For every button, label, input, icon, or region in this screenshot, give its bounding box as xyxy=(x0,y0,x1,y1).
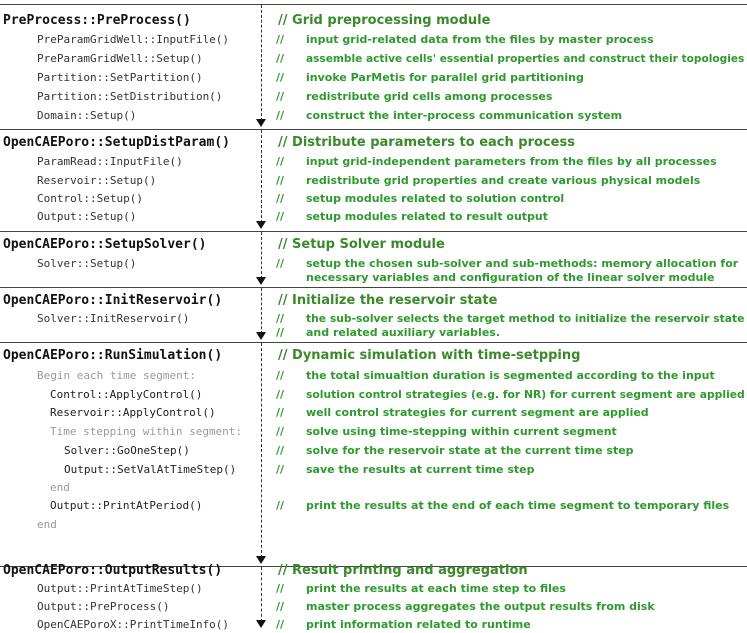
comment-line: //print information related to runtime xyxy=(276,618,531,631)
comment-line: //master process aggregates the output r… xyxy=(276,600,655,613)
comment-line: //redistribute grid cells among processe… xyxy=(276,90,553,103)
comment-line: //construct the inter-process communicat… xyxy=(276,109,623,122)
comment-line: //save the results at current time step xyxy=(276,463,535,476)
section-head-function: OpenCAEPoro::SetupDistParam() xyxy=(3,135,230,150)
comment-line: //the total simualtion duration is segme… xyxy=(276,369,715,382)
down-arrow-icon xyxy=(256,620,266,628)
section-head-function: OpenCAEPoro::SetupSolver() xyxy=(3,237,207,252)
section-head-comment: // Grid preprocessing module xyxy=(278,13,491,28)
section-head-comment: // Initialize the reservoir state xyxy=(278,293,498,308)
function-call: Solver::GoOneStep() xyxy=(64,444,190,457)
comment-line: //redistribute grid properties and creat… xyxy=(276,174,701,187)
function-call: Solver::Setup() xyxy=(37,257,137,270)
comment-line: //setup modules related to solution cont… xyxy=(276,192,565,205)
function-call: Output::Setup() xyxy=(37,210,137,223)
function-call: OpenCAEPoroX::PrintTimeInfo() xyxy=(37,618,230,631)
loop-label: Time stepping within segment: xyxy=(50,425,243,438)
function-call: Control::ApplyControl() xyxy=(50,388,203,401)
function-call: Solver::InitReservoir() xyxy=(37,312,190,325)
section-head-comment: // Setup Solver module xyxy=(278,237,445,252)
section-divider xyxy=(0,566,747,567)
section-head-comment: // Dynamic simulation with time-setpping xyxy=(278,348,581,363)
timeline-dashed-line xyxy=(261,5,262,121)
function-call: Control::Setup() xyxy=(37,192,143,205)
function-call: Output::PrintAtPeriod() xyxy=(50,499,203,512)
section-head-function: OpenCAEPoro::OutputResults() xyxy=(3,563,223,578)
comment-line: //and related auxiliary variables. xyxy=(276,326,501,339)
down-arrow-icon xyxy=(256,556,266,564)
function-call: ParamRead::InputFile() xyxy=(37,155,183,168)
function-call: Output::PrintAtTimeStep() xyxy=(37,582,203,595)
section-divider xyxy=(0,287,747,288)
comment-line: //solution control strategies (e.g. for … xyxy=(276,388,745,401)
loop-end: end xyxy=(37,518,57,531)
loop-label: Begin each time segment: xyxy=(37,369,196,382)
down-arrow-icon xyxy=(256,221,266,229)
function-call: Reservoir::ApplyControl() xyxy=(50,406,216,419)
section-divider xyxy=(0,231,747,232)
section-head-function: PreProcess::PreProcess() xyxy=(3,13,191,28)
comment-line: //the sub-solver selects the target meth… xyxy=(276,312,745,325)
function-call: PreParamGridWell::InputFile() xyxy=(37,33,230,46)
top-border xyxy=(0,4,747,5)
section-head-function: OpenCAEPoro::RunSimulation() xyxy=(3,348,223,363)
function-call: Reservoir::Setup() xyxy=(37,174,157,187)
section-divider xyxy=(0,342,747,343)
loop-end: end xyxy=(50,481,70,494)
comment-line: //invoke ParMetis for parallel grid part… xyxy=(276,71,584,84)
comment-line: //assemble active cells' essential prope… xyxy=(276,52,745,65)
function-call: Output::SetValAtTimeStep() xyxy=(64,463,237,476)
comment-line: //setup the chosen sub-solver and sub-me… xyxy=(276,257,739,284)
comment-line: //print the results at each time step to… xyxy=(276,582,566,595)
comment-line: //input grid-independent parameters from… xyxy=(276,155,717,168)
function-call: Output::PreProcess() xyxy=(37,600,170,613)
comment-line: //setup modules related to result output xyxy=(276,210,549,223)
function-call: Partition::SetDistribution() xyxy=(37,90,223,103)
section-divider xyxy=(0,129,747,130)
comment-line: //solve using time-stepping within curre… xyxy=(276,425,617,438)
function-call: Partition::SetPartition() xyxy=(37,71,203,84)
comment-line: //print the results at the end of each t… xyxy=(276,499,730,512)
timeline-dashed-line xyxy=(261,288,262,334)
section-head-comment: // Result printing and aggregation xyxy=(278,563,528,578)
timeline-dashed-line xyxy=(261,130,262,223)
comment-line: //solve for the reservoir state at the c… xyxy=(276,444,634,457)
function-call: Domain::Setup() xyxy=(37,109,137,122)
down-arrow-icon xyxy=(256,277,266,285)
section-head-comment: // Distribute parameters to each process xyxy=(278,135,575,150)
timeline-dashed-line xyxy=(261,343,262,558)
comment-line: //input grid-related data from the files… xyxy=(276,33,654,46)
timeline-dashed-line xyxy=(261,567,262,622)
section-head-function: OpenCAEPoro::InitReservoir() xyxy=(3,293,223,308)
comment-line: //well control strategies for current se… xyxy=(276,406,649,419)
down-arrow-icon xyxy=(256,119,266,127)
down-arrow-icon xyxy=(256,332,266,340)
function-call: PreParamGridWell::Setup() xyxy=(37,52,203,65)
timeline-dashed-line xyxy=(261,232,262,279)
